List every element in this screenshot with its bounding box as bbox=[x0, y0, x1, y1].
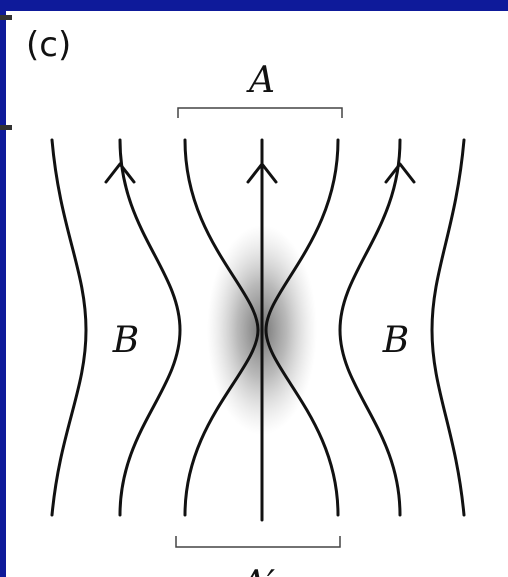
field-line-outer-left bbox=[50, 138, 88, 517]
region-label-b-right: B bbox=[382, 320, 409, 361]
field-line-separatrix-left bbox=[183, 138, 260, 517]
region-label-a: A bbox=[246, 60, 275, 101]
top-frame-bar bbox=[0, 0, 508, 11]
arrow-up-icon bbox=[104, 162, 136, 184]
bottom-bracket bbox=[175, 536, 341, 548]
field-line-inner-left bbox=[118, 138, 182, 517]
top-bracket bbox=[177, 107, 343, 118]
panel-label: (c) bbox=[26, 25, 72, 65]
field-line-outer-right bbox=[430, 138, 466, 517]
field-line-separatrix-right bbox=[264, 138, 340, 517]
left-frame-strip bbox=[0, 11, 6, 577]
arrow-up-icon bbox=[384, 162, 416, 184]
region-label-b-left: B bbox=[112, 320, 139, 361]
arrow-up-icon bbox=[246, 162, 278, 184]
region-label-a-prime: A′ bbox=[238, 564, 275, 577]
field-line-inner-right bbox=[338, 138, 402, 517]
edge-mark bbox=[0, 15, 12, 20]
edge-mark bbox=[0, 125, 12, 130]
